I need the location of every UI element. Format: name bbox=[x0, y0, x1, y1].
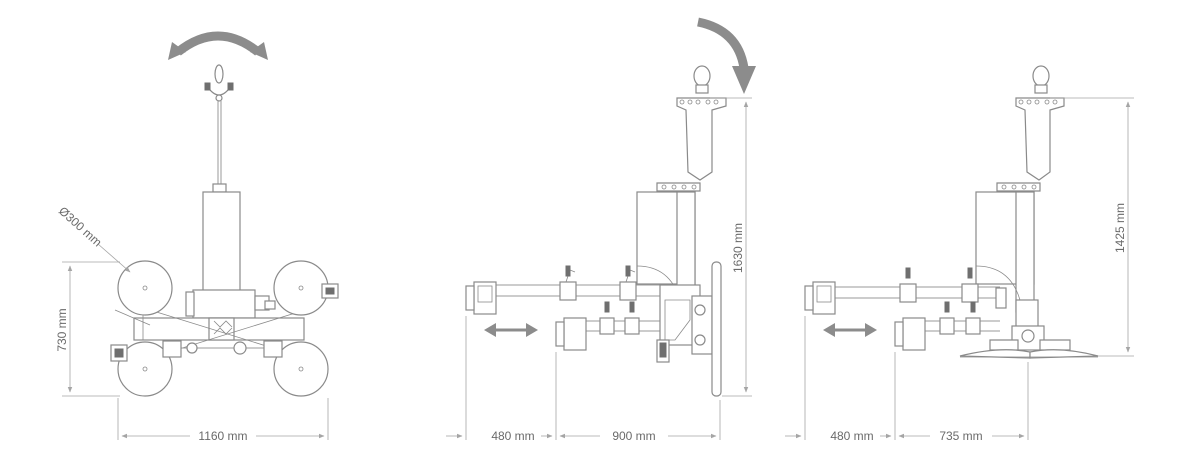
extension-dimension: 480 mm bbox=[446, 316, 557, 443]
suction-pad-right bbox=[1029, 349, 1099, 359]
height-dimension: 1630 mm bbox=[710, 97, 752, 397]
hanger-plate bbox=[1015, 97, 1065, 181]
lifting-eye bbox=[204, 64, 234, 102]
extension-label: 480 mm bbox=[491, 429, 534, 443]
end-cap-upper bbox=[473, 281, 497, 315]
double-arrow-icon bbox=[484, 323, 538, 337]
rod-clamp bbox=[212, 183, 227, 193]
suction-pad-bottom-right bbox=[263, 340, 329, 397]
diameter-label: Ø300 mm bbox=[56, 204, 105, 250]
side-view-horizontal: 480 mm 735 mm 1425 mm bbox=[785, 65, 1134, 443]
width-dimension: 900 mm bbox=[559, 400, 721, 443]
side-view-vertical: 480 mm 900 mm 1630 mm bbox=[446, 17, 756, 443]
height-label: 1630 mm bbox=[731, 223, 745, 273]
front-view: Ø300 mm 730 mm 1160 mm bbox=[55, 31, 339, 443]
double-arrow-icon bbox=[823, 323, 877, 337]
suction-pad-vertical bbox=[711, 261, 722, 397]
width-dimension: 1160 mm bbox=[117, 398, 329, 443]
height-dimension: 1425 mm bbox=[1050, 97, 1134, 357]
extension-dimension: 480 mm bbox=[785, 316, 896, 443]
width-label: 1160 mm bbox=[198, 429, 247, 443]
height-dimension: 730 mm bbox=[55, 261, 120, 397]
suction-pad-top-right bbox=[273, 260, 339, 316]
tilt-arrow-icon bbox=[696, 17, 756, 94]
housing bbox=[202, 191, 241, 296]
rotate-both-arrow-icon bbox=[168, 31, 268, 60]
end-cap-lower bbox=[902, 317, 926, 351]
hanger-plate bbox=[676, 97, 727, 181]
width-dimension: 735 mm bbox=[898, 362, 1029, 443]
height-label: 730 mm bbox=[55, 308, 69, 351]
suction-pad-bottom-left bbox=[110, 340, 182, 397]
suction-pad-top-left bbox=[117, 260, 173, 316]
end-cap-upper bbox=[812, 281, 836, 315]
height-label: 1425 mm bbox=[1113, 203, 1127, 253]
width-label: 735 mm bbox=[939, 429, 982, 443]
width-label: 900 mm bbox=[612, 429, 655, 443]
end-cap-lower bbox=[563, 317, 587, 351]
extension-label: 480 mm bbox=[830, 429, 873, 443]
